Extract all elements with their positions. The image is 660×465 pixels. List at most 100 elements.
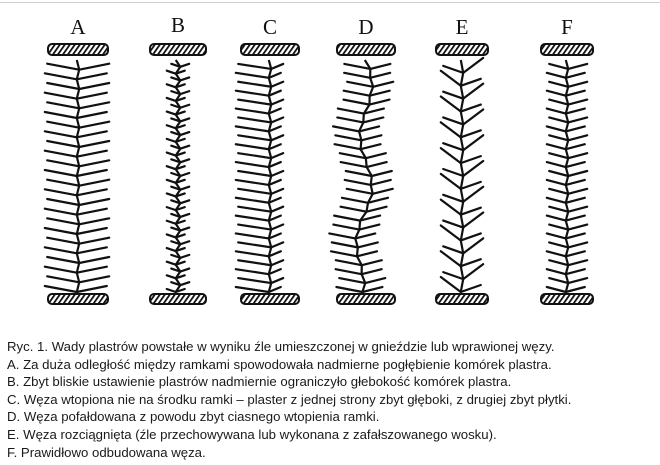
cell-wall-right: [78, 62, 111, 71]
caption-item-d: D. Węza pofałdowana z powodu zbyt ciasne…: [7, 409, 380, 425]
cell-wall-left: [439, 147, 462, 165]
cell-wall-right: [567, 134, 589, 142]
cell-wall-left: [234, 232, 270, 240]
cell-wall-left: [165, 287, 177, 294]
panel-label-e: E: [456, 15, 469, 39]
cell-wall-right: [179, 226, 191, 232]
cell-wall-right: [179, 253, 191, 259]
cell-wall-right: [78, 120, 111, 129]
cell-wall-left: [234, 125, 270, 133]
cell-wall-right: [270, 187, 285, 195]
cell-wall-left: [237, 134, 273, 142]
cell-wall-left: [442, 167, 465, 178]
cell-wall-right: [564, 285, 586, 294]
cell-wall-right: [462, 263, 485, 281]
cell-wall-left: [548, 187, 570, 195]
cell-wall-right: [564, 214, 586, 222]
cell-wall-right: [267, 178, 282, 187]
cell-wall-left: [545, 214, 567, 222]
cell-wall-left: [545, 285, 567, 294]
cell-wall-left: [237, 205, 273, 213]
cell-wall-left: [43, 91, 78, 100]
cell-wall-right: [179, 158, 191, 164]
cell-wall-left: [237, 187, 273, 195]
cell-wall-left: [165, 151, 177, 157]
cell-wall-left: [165, 137, 177, 143]
cell-wall-left: [234, 71, 270, 79]
cell-wall-left: [548, 259, 570, 267]
cell-wall-right: [174, 137, 186, 143]
cell-wall-right: [567, 241, 589, 249]
cell-wall-right: [365, 205, 388, 213]
bottom-bar: [240, 293, 300, 305]
caption-item-e: E. Węza rozciągnięta (źle przechowywana …: [7, 426, 497, 442]
cell-wall-left: [335, 285, 364, 294]
cell-wall-right: [564, 71, 586, 79]
cell-wall-left: [237, 62, 273, 71]
cell-wall-right: [174, 165, 186, 171]
cell-wall-left: [237, 169, 273, 178]
cell-wall-right: [371, 187, 394, 195]
cell-wall-left: [328, 232, 357, 240]
cell-wall-right: [267, 125, 282, 133]
cell-wall-left: [342, 98, 371, 106]
cell-wall-right: [270, 205, 285, 213]
cell-wall-right: [567, 169, 589, 178]
bottom-bar: [435, 293, 489, 305]
cell-wall-right: [267, 143, 282, 151]
figure-caption: Ryc. 1. Wady plastrów powstałe w wyniku …: [7, 338, 571, 461]
cell-wall-right: [368, 89, 391, 97]
cell-wall-left: [43, 149, 78, 158]
cell-wall-left: [346, 80, 375, 88]
cell-wall-left: [329, 250, 359, 258]
cell-wall-left: [170, 90, 182, 96]
cell-wall-left: [165, 178, 177, 184]
cell-wall-right: [174, 260, 186, 266]
cell-wall-right: [270, 276, 285, 285]
cell-wall-right: [174, 233, 186, 239]
top-bar: [47, 43, 109, 56]
cell-wall-right: [267, 214, 282, 222]
cell-wall-right: [364, 152, 387, 160]
cell-wall-left: [165, 219, 177, 225]
comb-e: [435, 43, 489, 305]
cell-wall-left: [330, 241, 359, 249]
cell-wall-left: [170, 117, 182, 123]
cell-wall-right: [270, 259, 285, 267]
cell-wall-left: [234, 196, 270, 204]
cell-wall-left: [439, 250, 462, 268]
cell-wall-left: [439, 121, 462, 139]
cell-wall-right: [174, 206, 186, 212]
cell-wall-right: [179, 171, 191, 178]
cell-wall-right: [78, 159, 111, 168]
cell-wall-right: [174, 219, 186, 225]
cell-wall-right: [564, 250, 586, 258]
cell-wall-right: [270, 223, 285, 231]
caption-title: Ryc. 1. Wady plastrów powstałe w wyniku …: [7, 339, 555, 354]
cell-wall-right: [270, 169, 285, 178]
cell-wall-left: [165, 192, 177, 198]
cell-wall-left: [165, 165, 177, 171]
cell-wall-left: [442, 116, 465, 126]
cell-wall-right: [174, 110, 186, 116]
top-bar: [435, 43, 489, 56]
cell-wall-left: [345, 187, 374, 195]
cell-wall-left: [234, 250, 270, 258]
cell-wall-left: [170, 185, 182, 191]
top-bar: [540, 43, 594, 56]
cell-wall-left: [338, 276, 367, 285]
top-bar: [149, 43, 207, 56]
caption-item-c: C. Węza wtopiona nie na środku ramki – p…: [7, 391, 572, 407]
cell-wall-left: [46, 255, 81, 265]
cell-wall-left: [333, 214, 362, 222]
cell-wall-left: [234, 178, 270, 187]
cell-wall-left: [344, 169, 373, 178]
cell-wall-right: [369, 62, 392, 71]
cell-wall-left: [43, 207, 78, 216]
cell-wall-right: [462, 134, 485, 152]
cell-wall-right: [75, 168, 108, 178]
panel-label-d: D: [358, 15, 373, 39]
cell-wall-right: [270, 241, 285, 249]
cell-wall-left: [332, 223, 361, 231]
cell-wall-right: [179, 199, 191, 205]
